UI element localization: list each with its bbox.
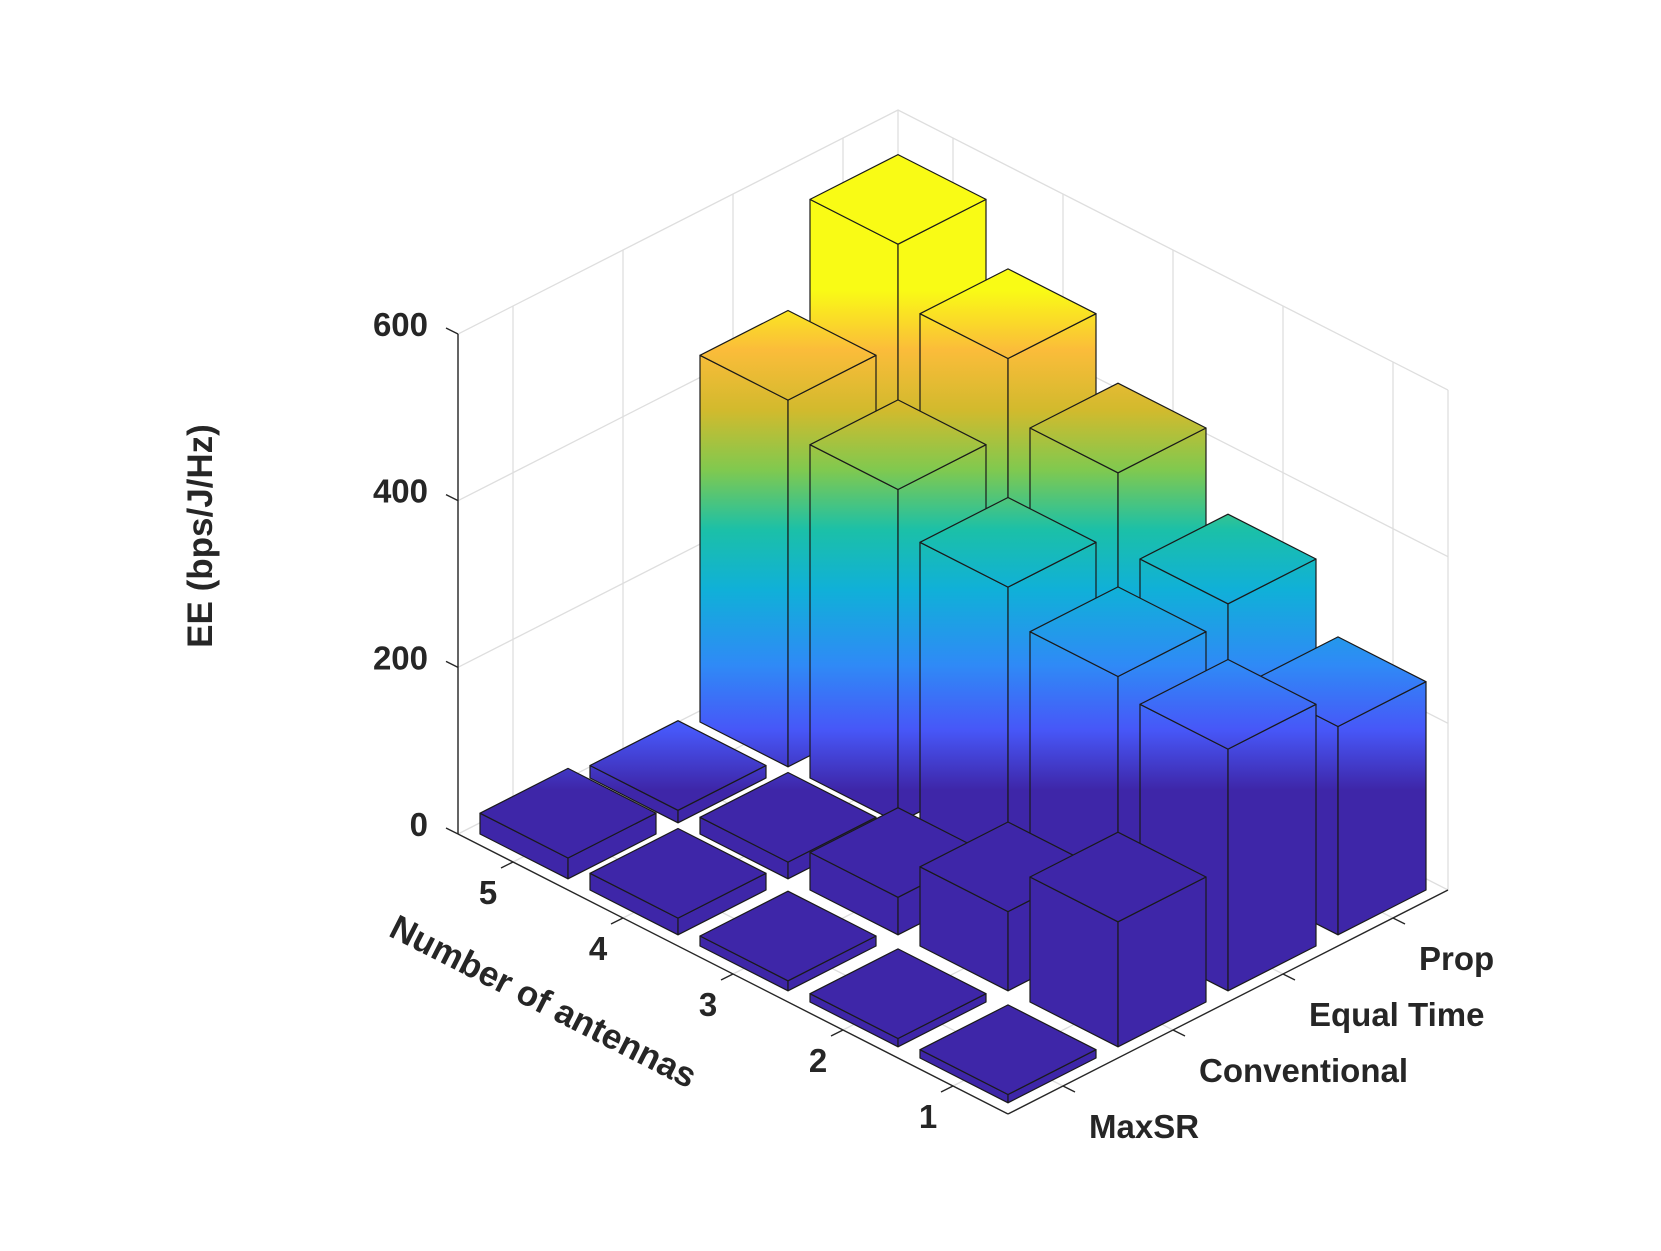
- y-tick: [1172, 1029, 1186, 1037]
- x-tick: [720, 973, 734, 981]
- y-tick-label: Conventional: [1199, 1052, 1408, 1089]
- z-tick: [445, 327, 459, 335]
- y-tick: [1392, 917, 1406, 925]
- bar-face-left: [699, 354, 789, 768]
- x-tick-label: 5: [479, 874, 497, 911]
- z-tick: [445, 494, 459, 502]
- y-tick: [1282, 973, 1296, 981]
- bar-face-top: [1029, 382, 1207, 474]
- x-tick-label: 4: [589, 930, 608, 967]
- y-tick-label: Equal Time: [1309, 996, 1484, 1033]
- bar: [919, 1004, 1097, 1104]
- y-axis-line: [1007, 889, 1449, 1115]
- x-tick: [610, 917, 624, 925]
- x-tick-label: 2: [809, 1042, 827, 1079]
- x-tick: [500, 861, 514, 869]
- x-tick: [940, 1085, 954, 1093]
- bar-face-top: [809, 399, 987, 491]
- y-tick-label: MaxSR: [1089, 1108, 1199, 1145]
- bars: [479, 154, 1427, 1104]
- bar: [1029, 831, 1207, 1048]
- bar-face-top: [479, 767, 657, 859]
- bar-face-top: [919, 268, 1097, 360]
- bar: [479, 767, 657, 880]
- bar-face-top: [589, 827, 767, 919]
- bar-face-top: [589, 720, 767, 811]
- bar-face-top: [699, 771, 877, 863]
- bar: [589, 827, 767, 936]
- bar-face-top: [699, 309, 877, 401]
- z-axis-title: EE (bps/J/Hz): [181, 424, 220, 648]
- y-tick-label: Prop: [1419, 940, 1494, 977]
- bar: [699, 890, 877, 992]
- z-tick: [445, 660, 459, 668]
- bar: [809, 948, 987, 1048]
- bar-face-top: [1139, 513, 1317, 605]
- z-tick-label: 600: [373, 306, 428, 343]
- bar-face-top: [1029, 586, 1207, 678]
- bar-face-top: [919, 1004, 1097, 1096]
- x-axis-title: Number of antennas: [384, 908, 703, 1096]
- bar-face-right: [1227, 703, 1317, 992]
- z-tick-label: 200: [373, 639, 428, 676]
- z-tick-label: 400: [373, 473, 428, 510]
- bar-face-top: [809, 948, 987, 1040]
- bar-face-top: [1029, 831, 1207, 923]
- bar-face-top: [699, 890, 877, 982]
- bar: [589, 720, 767, 824]
- bar-face-top: [919, 496, 1097, 588]
- bar-face-left: [809, 444, 899, 824]
- bar-face-top: [1139, 658, 1317, 750]
- z-tick-label: 0: [410, 806, 428, 843]
- bar-face-top: [809, 154, 987, 245]
- x-tick-label: 3: [699, 986, 717, 1023]
- x-tick-label: 1: [919, 1098, 937, 1135]
- z-tick: [445, 827, 459, 835]
- x-tick: [830, 1029, 844, 1037]
- y-tick: [1062, 1085, 1076, 1093]
